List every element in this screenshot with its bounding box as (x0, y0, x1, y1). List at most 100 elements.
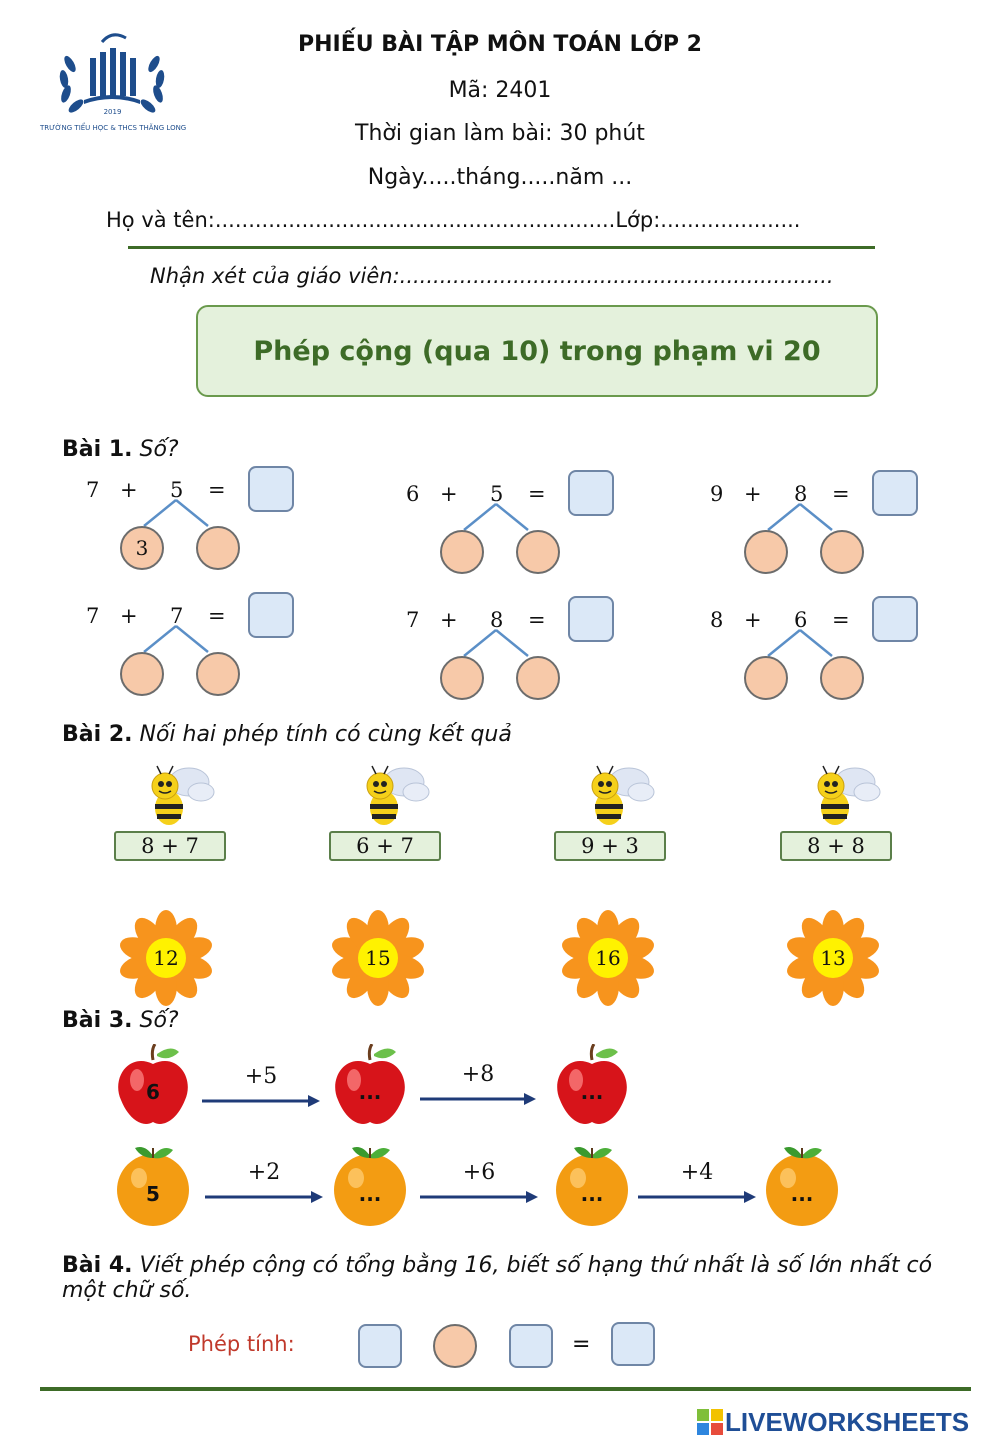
split-part-1[interactable] (744, 656, 788, 700)
addend-a: 8 (710, 608, 724, 632)
bai4-heading: Bài 4. Viết phép cộng có tổng bằng 16, b… (62, 1253, 942, 1303)
apple-value: 6 (146, 1080, 160, 1104)
equals-sign: = (528, 608, 546, 632)
addend-b: 6 (794, 608, 808, 632)
orange-blank[interactable]: ... (764, 1142, 840, 1228)
split-part-2[interactable] (516, 530, 560, 574)
bee-icon (354, 764, 434, 830)
arrow-right-icon (202, 1092, 320, 1107)
bai2-heading: Bài 2. Nối hai phép tính có cùng kết quả (62, 722, 512, 747)
step-operation: +8 (461, 1062, 495, 1087)
flower-result[interactable]: 16 (560, 910, 656, 1006)
worksheet-code: Mã: 2401 (448, 78, 552, 103)
split-lines-icon (463, 503, 529, 531)
bai1-problem: 7+7= (86, 592, 306, 714)
apple-blank[interactable]: ... (332, 1044, 408, 1128)
calc-label: Phép tính: (188, 1332, 295, 1356)
expression-box[interactable]: 9 + 3 (554, 831, 666, 861)
bai1-instruction: Số? (139, 437, 179, 462)
sum-answer-box[interactable] (872, 470, 918, 516)
addend-b: 8 (794, 482, 808, 506)
bai4-instruction-line2: một chữ số. (62, 1278, 192, 1303)
bai4-addend1-box[interactable] (358, 1324, 402, 1368)
orange-value: ... (790, 1182, 814, 1206)
orange-start[interactable]: 5 (115, 1142, 191, 1228)
logo-year: 2019 (103, 108, 122, 116)
flower-result[interactable]: 13 (785, 910, 881, 1006)
split-part-1[interactable] (120, 652, 164, 696)
bai1-problem: 6+5= (406, 470, 626, 592)
flower-result[interactable]: 12 (118, 910, 214, 1006)
split-part-2[interactable] (196, 652, 240, 696)
split-part-2[interactable] (820, 530, 864, 574)
bai4-sum-box[interactable] (611, 1322, 655, 1366)
orange-value: ... (580, 1182, 604, 1206)
split-part-2[interactable] (820, 656, 864, 700)
expression-box[interactable]: 6 + 7 (329, 831, 441, 861)
time-limit: Thời gian làm bài: 30 phút (355, 121, 645, 146)
addend-a: 7 (86, 604, 100, 628)
sum-answer-box[interactable] (248, 592, 294, 638)
sum-answer-box[interactable] (568, 470, 614, 516)
flower-icon (787, 910, 879, 1006)
orange-blank[interactable]: ... (554, 1142, 630, 1228)
split-part-1[interactable] (440, 530, 484, 574)
flower-result[interactable]: 15 (330, 910, 426, 1006)
bai1-label: Bài 1. (62, 437, 133, 462)
plus-sign: + (744, 482, 762, 506)
orange-icon (556, 1147, 628, 1226)
plus-sign: + (440, 482, 458, 506)
addend-b: 5 (170, 478, 184, 502)
split-part-1[interactable] (744, 530, 788, 574)
split-lines-icon (143, 499, 209, 527)
expression-box[interactable]: 8 + 8 (780, 831, 892, 861)
bai4-operator-circle[interactable] (433, 1324, 477, 1368)
flower-number: 15 (365, 946, 391, 970)
apple-value: ... (358, 1080, 382, 1104)
split-part-1[interactable]: 3 (120, 526, 164, 570)
arrow-right-icon (205, 1188, 323, 1203)
flower-icon (332, 910, 424, 1006)
equals-sign: = (528, 482, 546, 506)
name-class-line[interactable]: Họ và tên:..............................… (106, 208, 801, 232)
orange-icon (766, 1147, 838, 1226)
flower-number: 13 (820, 946, 846, 970)
addend-a: 7 (86, 478, 100, 502)
orange-blank[interactable]: ... (332, 1142, 408, 1228)
flower-icon (562, 910, 654, 1006)
sum-answer-box[interactable] (248, 466, 294, 512)
split-part-2[interactable] (516, 656, 560, 700)
apple-start[interactable]: 6 (115, 1044, 191, 1128)
step-operation: +4 (680, 1160, 714, 1185)
split-part-2[interactable] (196, 526, 240, 570)
teacher-comment-line[interactable]: Nhận xét của giáo viên:.................… (150, 264, 834, 288)
flower-number: 16 (595, 946, 621, 970)
sum-answer-box[interactable] (872, 596, 918, 642)
split-lines-icon (463, 629, 529, 657)
apple-blank[interactable]: ... (554, 1044, 630, 1128)
equals-sign: = (832, 482, 850, 506)
split-part-1[interactable] (440, 656, 484, 700)
bai4-equals: = (572, 1332, 591, 1357)
bai4-instruction-line1: Viết phép cộng có tổng bằng 16, biết số … (139, 1253, 933, 1278)
split-lines-icon (767, 629, 833, 657)
bai1-heading: Bài 1. Số? (62, 437, 179, 462)
topic-banner: Phép cộng (qua 10) trong phạm vi 20 (196, 305, 878, 397)
bee-icon (805, 764, 885, 830)
arrow-right-icon (420, 1188, 538, 1203)
bai1-problem: 7+5=3 (86, 466, 306, 588)
footer-divider (40, 1387, 971, 1391)
orange-value: 5 (146, 1182, 160, 1206)
school-logo: 2019 TRƯỜNG TIỂU HỌC & THCS THĂNG LONG (40, 24, 187, 136)
arrow-right-icon (420, 1090, 536, 1105)
plus-sign: + (120, 478, 138, 502)
bai4-addend2-box[interactable] (509, 1324, 553, 1368)
addend-a: 6 (406, 482, 420, 506)
expression-box[interactable]: 8 + 7 (114, 831, 226, 861)
school-name-text: TRƯỜNG TIỂU HỌC & THCS THĂNG LONG (40, 124, 187, 132)
liveworksheets-logo-icon (697, 1409, 723, 1435)
plus-sign: + (120, 604, 138, 628)
sum-answer-box[interactable] (568, 596, 614, 642)
arrow-right-icon (638, 1188, 756, 1203)
equals-sign: = (208, 604, 226, 628)
